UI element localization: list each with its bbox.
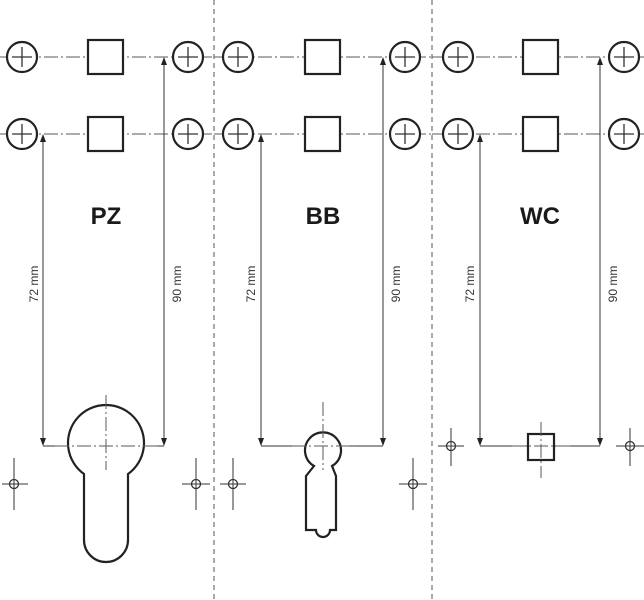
- screw-mark: [182, 458, 210, 510]
- spindle-square: [303, 115, 342, 153]
- dimension-72mm: 72 mm: [27, 134, 90, 447]
- dimension-label: 90 mm: [389, 266, 403, 303]
- screw-mark: [2, 458, 28, 510]
- handle-fixing-row: [432, 115, 644, 153]
- screw-mark: [616, 428, 644, 466]
- dimension-label: 72 mm: [244, 266, 258, 303]
- spindle-square: [521, 115, 560, 153]
- bit-key-cutout: [303, 431, 343, 539]
- handle-fixing-row: [0, 115, 214, 153]
- panel-wc: WC 72 mm 90 mm: [432, 38, 644, 478]
- screw-mark: [438, 428, 464, 466]
- dimension-90mm: 90 mm: [340, 57, 403, 447]
- handle-fixing-row: [214, 115, 432, 153]
- spindle-square: [86, 115, 125, 153]
- dimension-label: 72 mm: [463, 266, 477, 303]
- top-fixing-row: [0, 38, 214, 76]
- panel-title: PZ: [91, 203, 122, 230]
- screw-mark: [399, 458, 427, 510]
- panel-bb: BB 72 mm 90 mm: [214, 38, 432, 539]
- dimension-72mm: 72 mm: [244, 134, 305, 447]
- spindle-square: [521, 38, 560, 76]
- dimension-label: 90 mm: [606, 266, 620, 303]
- dimension-90mm: 90 mm: [120, 57, 184, 447]
- panel-title: WC: [520, 203, 560, 230]
- screw-mark: [220, 458, 246, 510]
- panel-pz: PZ 72 mm 90 mm: [0, 38, 214, 564]
- dimension-90mm: 90 mm: [554, 57, 620, 447]
- top-fixing-row: [432, 38, 644, 76]
- profile-cylinder-cutout: [66, 403, 146, 564]
- panel-title: BB: [306, 203, 341, 230]
- dimension-72mm: 72 mm: [463, 134, 528, 447]
- dimension-label: 72 mm: [27, 266, 41, 303]
- spindle-square: [86, 38, 125, 76]
- top-fixing-row: [214, 38, 432, 76]
- dimension-label: 90 mm: [170, 266, 184, 303]
- spindle-square: [303, 38, 342, 76]
